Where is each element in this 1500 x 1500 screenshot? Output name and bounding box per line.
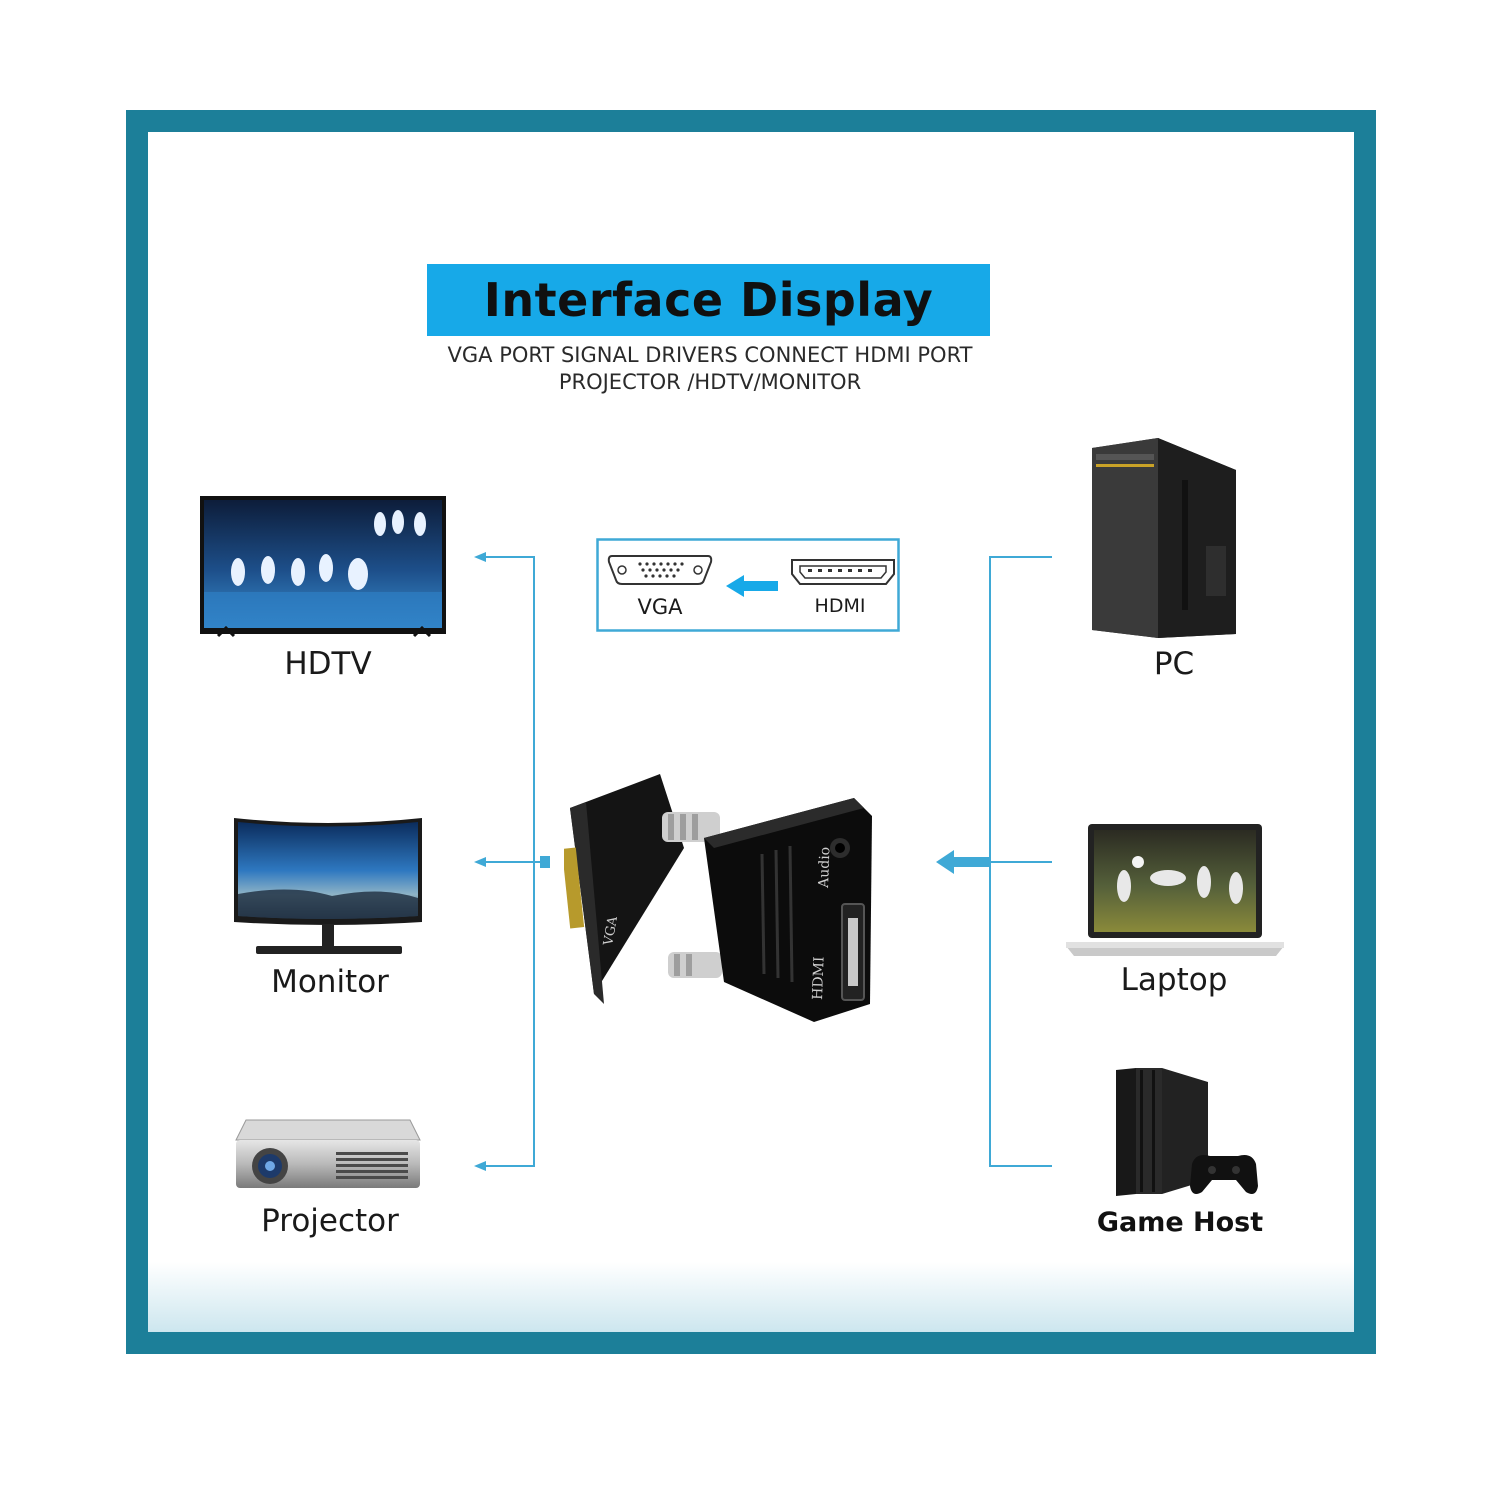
- pc-tower-icon: [1092, 438, 1236, 638]
- adapter-hdmi-marking: HDMI: [810, 956, 828, 1000]
- game-console-icon: [1116, 1068, 1258, 1196]
- monitor-label: Monitor: [271, 964, 389, 1000]
- game-host-label: Game Host: [1096, 1207, 1264, 1238]
- pc-label: PC: [1153, 646, 1195, 682]
- adapter-link-left: [540, 856, 550, 868]
- laptop-label: Laptop: [1120, 962, 1228, 998]
- arrow-to-hdtv: [474, 552, 486, 562]
- hdmi-port-icon: [791, 559, 895, 585]
- signal-direction-box: VGA HDMI: [596, 538, 900, 632]
- vga-hdmi-adapter-icon: VGA Audio HDMI: [564, 774, 872, 1022]
- laptop-icon: [1066, 824, 1284, 956]
- subtitle-line-2: PROJECTOR /HDTV/MONITOR: [558, 370, 862, 394]
- arrow-to-projector: [474, 1161, 486, 1171]
- arrow-into-adapter-shaft: [952, 857, 990, 867]
- left-arrow-icon: [726, 575, 778, 597]
- adapter-vga-marking: VGA: [601, 915, 621, 948]
- gamepad-icon: [1190, 1155, 1258, 1194]
- adapter-audio-marking: Audio: [816, 847, 833, 890]
- hdtv-icon: [200, 496, 446, 638]
- floor-reflection: [148, 1262, 1354, 1332]
- vga-port-icon: [607, 555, 713, 585]
- projector-icon: [235, 1119, 421, 1188]
- title-banner: Interface Display: [427, 264, 990, 336]
- arrow-to-monitor: [474, 857, 486, 867]
- arrow-into-adapter: [936, 850, 954, 874]
- projector-label: Projector: [261, 1203, 399, 1239]
- hdmi-label: HDMI: [815, 595, 866, 617]
- page-title: Interface Display: [483, 273, 934, 327]
- monitor-icon: [234, 818, 422, 954]
- subtitle-line-1: VGA PORT SIGNAL DRIVERS CONNECT HDMI POR…: [447, 343, 973, 367]
- hdtv-label: HDTV: [284, 646, 372, 682]
- vga-label: VGA: [637, 595, 683, 619]
